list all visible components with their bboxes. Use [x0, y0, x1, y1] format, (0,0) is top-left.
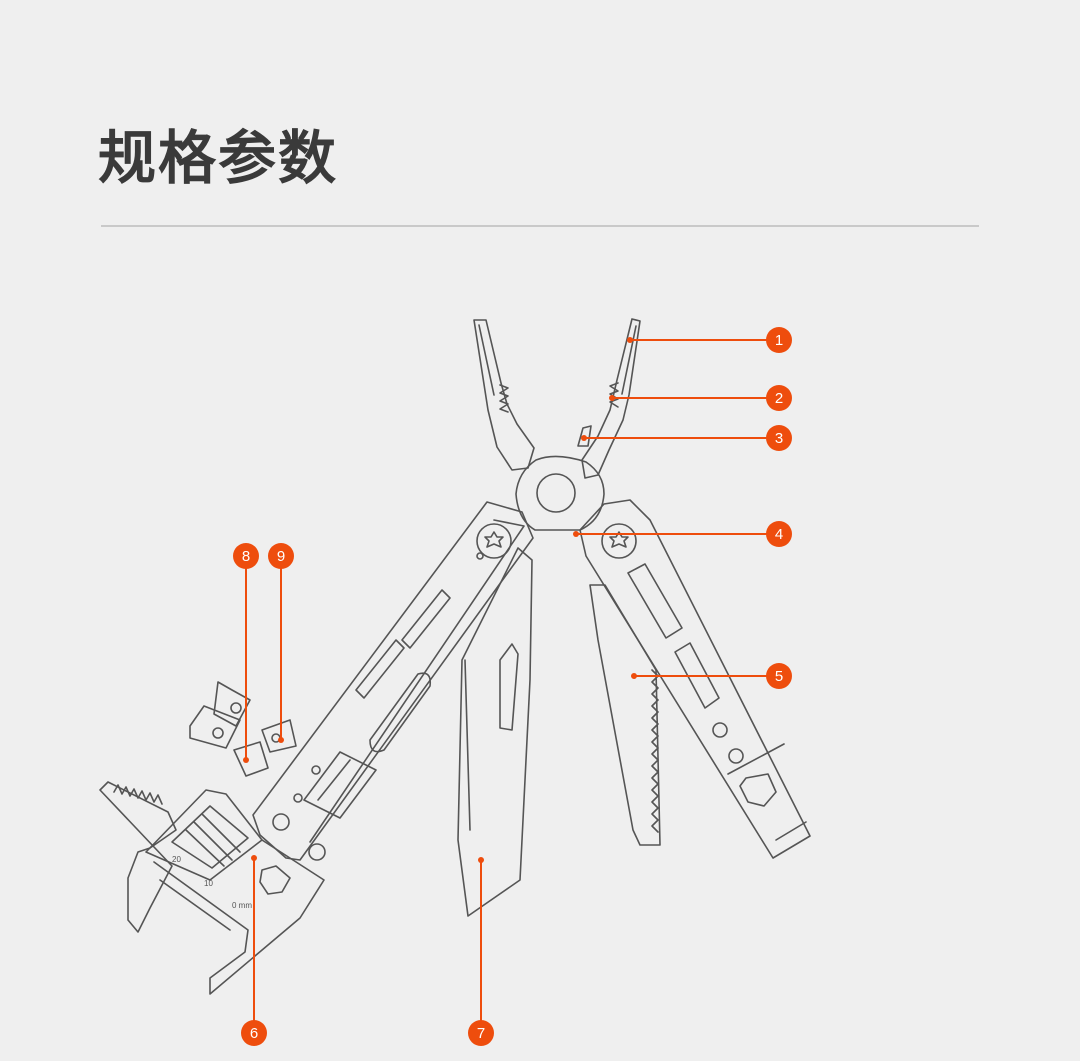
- knife-blade: [457, 547, 533, 917]
- svg-text:5: 5: [775, 668, 783, 685]
- title-divider: [101, 225, 979, 227]
- svg-text:6: 6: [250, 1025, 258, 1042]
- page-title: 规格参数: [98, 124, 339, 192]
- svg-text:9: 9: [277, 548, 285, 565]
- svg-text:8: 8: [242, 548, 250, 565]
- svg-text:7: 7: [477, 1025, 485, 1042]
- wrench-scale-20: 20: [172, 855, 181, 864]
- svg-text:2: 2: [775, 390, 783, 407]
- callout-6: 6: [241, 1020, 267, 1046]
- callout-7: 7: [468, 1020, 494, 1046]
- callout-8: 8: [233, 543, 259, 569]
- left-handle: [252, 501, 534, 861]
- left-plier-jaw: [473, 319, 535, 471]
- svg-text:4: 4: [775, 526, 783, 543]
- callout-4: 4: [766, 521, 792, 547]
- callout-1: 1: [766, 327, 792, 353]
- svg-text:3: 3: [775, 430, 783, 447]
- adjustable-wrench: [99, 781, 325, 995]
- callout-2: 2: [766, 385, 792, 411]
- bit-holder: [189, 681, 297, 777]
- wrench-scale-10: 10: [204, 879, 213, 888]
- callout-9: 9: [268, 543, 294, 569]
- pivot-hub: [515, 455, 605, 531]
- right-plier-jaw: [577, 318, 641, 479]
- saw-blade: [589, 584, 661, 846]
- svg-text:1: 1: [775, 332, 783, 349]
- wrench-scale-0mm: 0 mm: [232, 901, 252, 910]
- callout-3: 3: [766, 425, 792, 451]
- callout-5: 5: [766, 663, 792, 689]
